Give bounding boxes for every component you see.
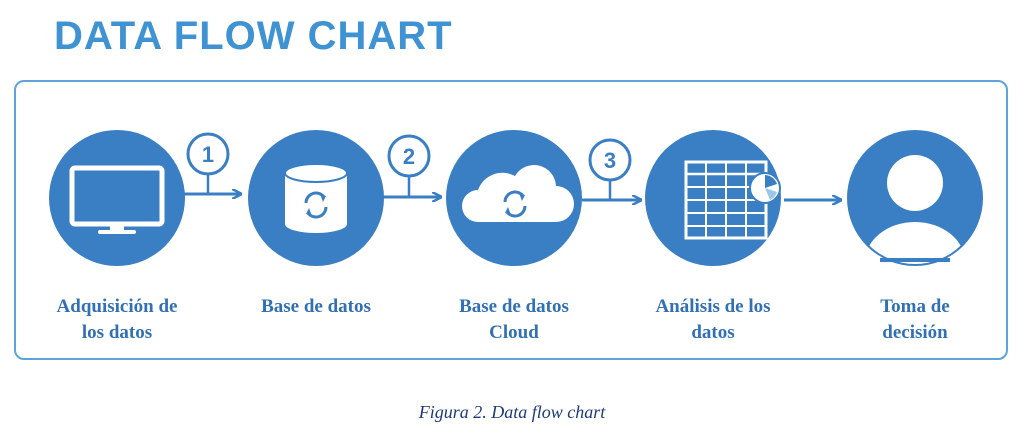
node-label-decision-making: Toma de decisión	[830, 294, 1000, 346]
label-line: Base de datos	[261, 296, 371, 317]
label-line: Cloud	[489, 322, 539, 343]
node-cloud-database	[446, 130, 582, 266]
node-data-acquisition	[49, 130, 185, 266]
label-line: datos	[691, 322, 735, 343]
label-line: Análisis de los	[655, 296, 771, 317]
step-badge-2: 2	[387, 134, 431, 197]
node-label-cloud-database: Base de datos Cloud	[429, 294, 599, 346]
step-number: 1	[202, 142, 214, 167]
label-line: decisión	[882, 322, 948, 343]
database-sync-icon	[284, 163, 348, 233]
step-badge-3: 3	[588, 138, 632, 200]
figure-caption: Figura 2. Data flow chart	[418, 402, 606, 422]
node-label-database: Base de datos	[231, 294, 401, 320]
label-line: los datos	[81, 322, 153, 343]
node-data-analysis	[645, 130, 781, 266]
monitor-icon	[69, 165, 165, 234]
cloud-sync-icon	[462, 165, 574, 222]
step-number: 2	[403, 144, 415, 169]
flow-panel	[14, 80, 1008, 360]
label-line: Toma de	[880, 296, 950, 317]
step-number: 3	[604, 148, 616, 173]
spreadsheet-chart-icon	[684, 160, 781, 240]
node-label-data-analysis: Análisis de los datos	[628, 294, 798, 346]
node-label-data-acquisition: Adquisición de los datos	[32, 294, 202, 346]
node-database	[248, 130, 384, 266]
label-line: Adquisición de	[56, 296, 178, 317]
label-line: Base de datos	[459, 296, 569, 317]
node-decision-making	[847, 130, 983, 266]
step-badge-1: 1	[186, 132, 230, 194]
page-title: DATA FLOW CHART	[54, 14, 453, 58]
